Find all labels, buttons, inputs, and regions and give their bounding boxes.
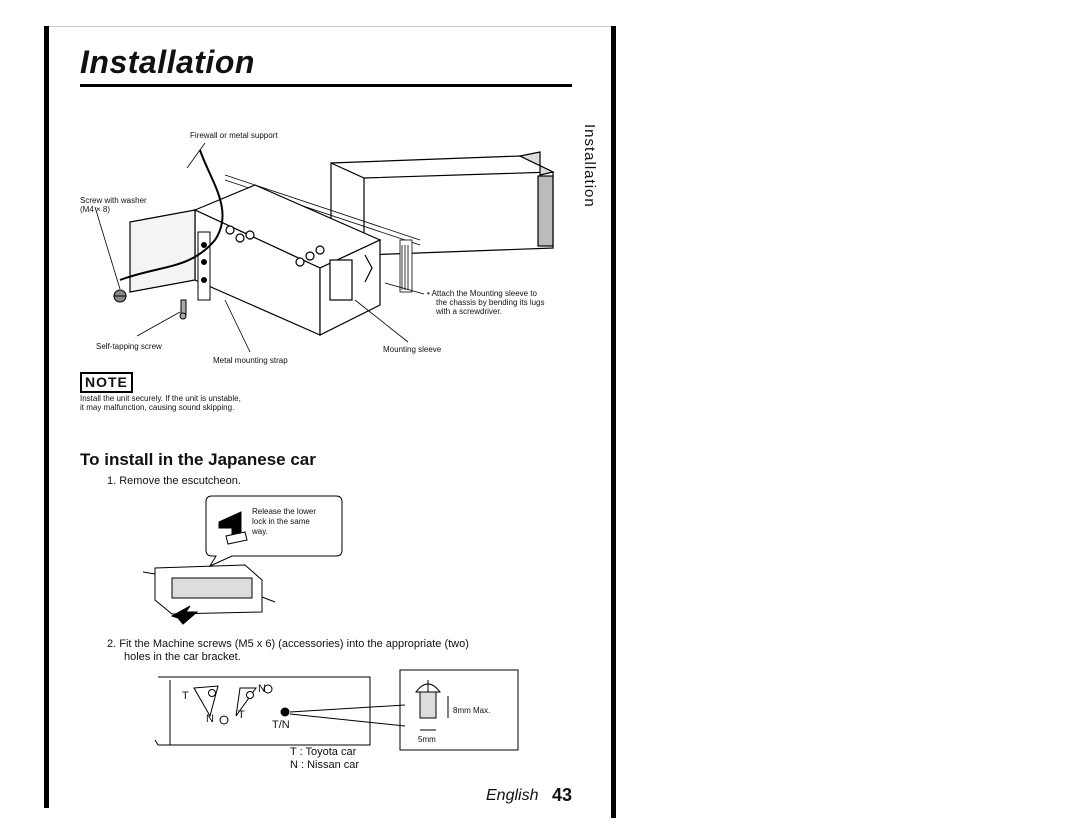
footer-language: English	[486, 787, 539, 804]
top-rule	[44, 26, 616, 27]
section-heading: To install in the Japanese car	[80, 450, 316, 469]
metal-strap	[197, 231, 211, 301]
callout-line-1: Release the lower	[252, 507, 317, 516]
bracket-label-n-left: N	[206, 713, 214, 725]
mounting-sleeve-box	[330, 151, 555, 256]
label-attach-note-3: with a screwdriver.	[436, 307, 502, 316]
step-2-line-2: holes in the car bracket.	[124, 651, 241, 663]
label-screw-washer-size: (M4 × 8)	[80, 205, 111, 214]
note-badge: NOTE	[80, 372, 133, 393]
footer-page-number: 43	[552, 785, 573, 805]
screw-label-width: 5mm	[418, 735, 436, 744]
page-title: Installation	[80, 44, 255, 80]
note-line-1: Install the unit securely. If the unit i…	[80, 394, 241, 403]
step-1: 1. Remove the escutcheon.	[107, 475, 241, 487]
screw-with-washer	[113, 289, 127, 303]
step-2-line-1: 2. Fit the Machine screws (M5 x 6) (acce…	[107, 638, 469, 650]
escutcheon-diagram	[142, 564, 276, 625]
label-metal-strap: Metal mounting strap	[213, 356, 288, 365]
left-binding-bar	[44, 26, 49, 808]
label-self-tapping: Self-tapping screw	[96, 342, 162, 351]
title-underline	[80, 84, 572, 87]
label-attach-note-2: the chassis by bending its lugs	[436, 298, 545, 307]
bracket-label-n-right: N	[258, 683, 266, 695]
callout-line-3: way.	[252, 527, 268, 536]
chassis-body	[129, 184, 382, 336]
bracket-label-t-right: T	[238, 709, 245, 721]
legend-toyota: T : Toyota car	[290, 746, 357, 758]
note-line-2: it may malfunction, causing sound skippi…	[80, 403, 235, 412]
callout-line-2: lock in the same	[252, 517, 310, 526]
screw-detail-diagram	[399, 669, 519, 751]
callout-bubble	[205, 495, 343, 568]
self-tapping-screw	[179, 299, 187, 320]
label-attach-note-1: • Attach the Mounting sleeve to	[427, 289, 537, 298]
cable	[119, 149, 224, 281]
label-mounting-sleeve: Mounting sleeve	[383, 345, 442, 354]
screw-label-max: 8mm Max.	[453, 706, 491, 715]
leader-lines	[94, 142, 425, 353]
firewall-hatch	[224, 174, 421, 293]
label-firewall: Firewall or metal support	[190, 131, 278, 140]
label-screw-washer: Screw with washer	[80, 196, 147, 205]
bracket-diagram	[154, 676, 406, 746]
bracket-label-tn: T/N	[272, 719, 290, 731]
bracket-label-t-left: T	[182, 690, 189, 702]
right-binding-bar	[611, 26, 616, 818]
legend-nissan: N : Nissan car	[290, 759, 360, 771]
